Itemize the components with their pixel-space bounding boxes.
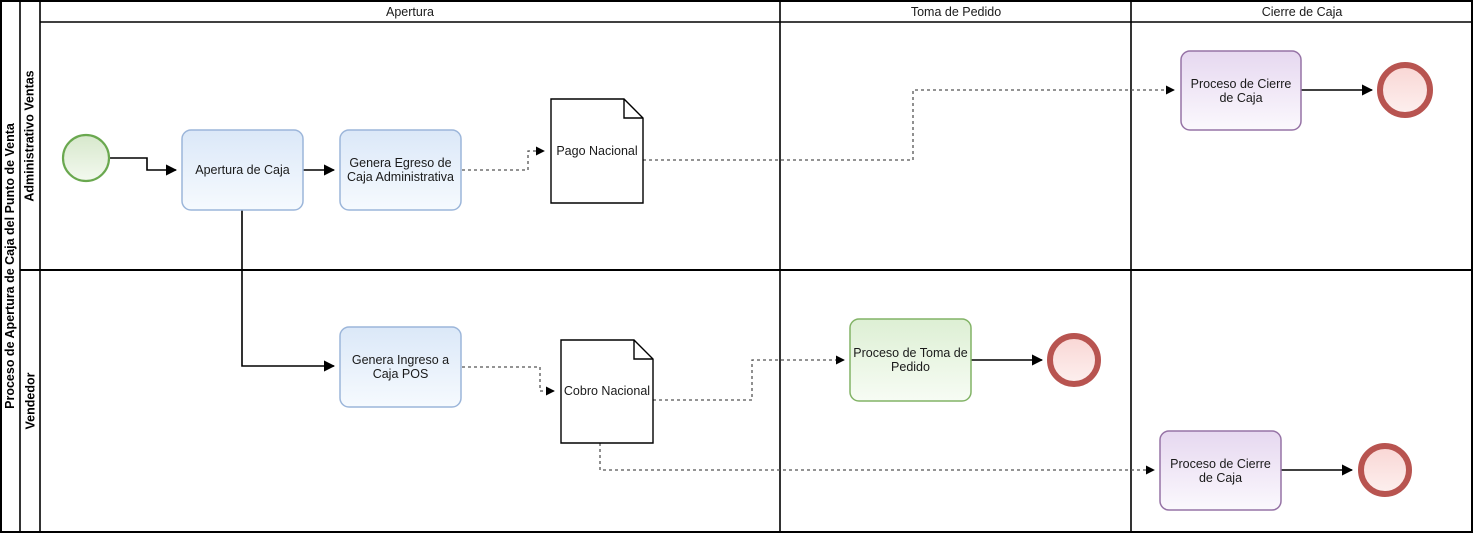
- end-event-2[interactable]: [1047, 333, 1101, 387]
- lane-title-vendedor: Vendedor: [20, 270, 40, 532]
- lane-label-administrativo-ventas: Administrativo Ventas: [23, 69, 38, 202]
- flow-pago-to-cierre1: [643, 85, 1175, 161]
- lane-title-administrativo-ventas: Administrativo Ventas: [20, 1, 40, 270]
- task-genera-egreso-caja-administrativa[interactable]: [339, 129, 462, 211]
- message-flows: [462, 85, 1175, 475]
- pool-title-text: Proceso de Apertura de Caja del Punto de…: [3, 123, 18, 409]
- document-pago-nacional[interactable]: [550, 98, 644, 204]
- flow-cobro-to-cierre2: [599, 443, 1155, 475]
- flow-cobro-to-toma: [653, 355, 845, 401]
- task-genera-ingreso-caja-pos[interactable]: [339, 326, 462, 408]
- start-event[interactable]: [61, 133, 111, 183]
- pool-title: Proceso de Apertura de Caja del Punto de…: [0, 0, 20, 532]
- flow-start-to-apertura: [110, 157, 178, 176]
- flow-apertura-to-ingreso: [241, 209, 336, 372]
- subprocess-proceso-cierre-caja-1[interactable]: [1180, 50, 1302, 131]
- flow-egreso-to-pago: [462, 146, 545, 171]
- document-cobro-nacional[interactable]: [560, 339, 654, 444]
- subprocess-proceso-toma-pedido[interactable]: [849, 318, 972, 402]
- lane-label-vendedor: Vendedor: [23, 372, 37, 430]
- subprocess-proceso-cierre-caja-2[interactable]: [1159, 430, 1282, 511]
- sequence-flows: [110, 84, 1374, 476]
- task-apertura-de-caja[interactable]: [181, 129, 304, 211]
- end-event-3[interactable]: [1358, 443, 1412, 497]
- flow-ingreso-to-cobro: [462, 366, 555, 396]
- end-event-1[interactable]: [1377, 62, 1433, 118]
